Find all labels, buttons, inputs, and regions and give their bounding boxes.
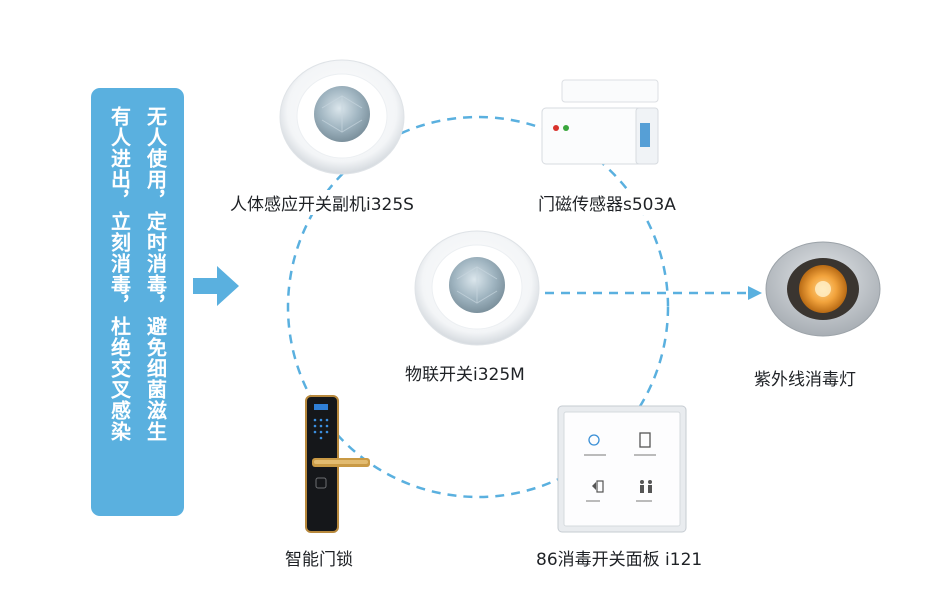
slogan-column-1: 无人使用，定时消毒，避免细菌滋生 [143, 106, 168, 442]
uv-link-arrowhead [748, 286, 762, 300]
label-wall-panel: 86消毒开关面板 i121 [534, 545, 705, 570]
iot-switch-icon [414, 230, 540, 346]
smart-lock-icon [305, 395, 370, 533]
label-smart-lock: 智能门锁 [283, 545, 355, 570]
label-iot-switch: 物联开关i325M [403, 360, 527, 385]
slogan-column-2: 有人进出，立刻消毒，杜绝交叉感染 [107, 106, 132, 442]
network-ring [286, 115, 670, 499]
slogan-panel: 无人使用，定时消毒，避免细菌滋生 有人进出，立刻消毒，杜绝交叉感染 [91, 88, 184, 516]
label-pir-sensor-sub: 人体感应开关副机i325S [228, 190, 416, 215]
door-sensor-icon [541, 79, 659, 165]
label-door-sensor: 门磁传感器s503A [536, 190, 678, 215]
wall-panel-icon [557, 405, 687, 533]
flow-arrow-icon [193, 266, 239, 306]
pir-sensor-sub-icon [279, 59, 405, 175]
label-uv-lamp: 紫外线消毒灯 [752, 365, 858, 390]
uv-lamp-icon [765, 241, 881, 337]
